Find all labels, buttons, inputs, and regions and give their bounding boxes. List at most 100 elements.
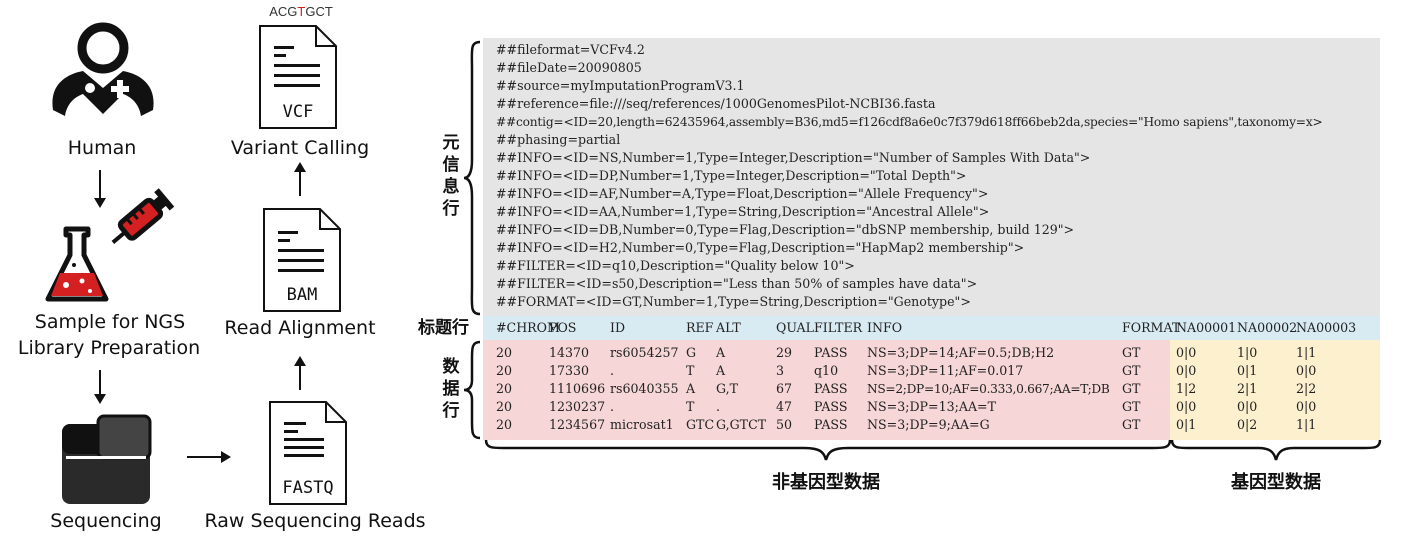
data-cell: 20 xyxy=(496,399,513,414)
data-cell: PASS xyxy=(814,399,848,414)
genotype-cell: 1|1 xyxy=(1296,345,1317,360)
header-cell-sample3: NA00003 xyxy=(1296,320,1357,335)
data-cell: . xyxy=(610,399,615,414)
data-cell: rs6054257 xyxy=(610,345,679,360)
vcf-genotype-block xyxy=(1170,340,1380,440)
data-cell: T xyxy=(686,399,695,414)
data-cell: NS=2;DP=10;AF=0.333,0.667;AA=T;DB xyxy=(867,382,1110,396)
meta-line: ##phasing=partial xyxy=(496,132,621,147)
meta-line: ##FILTER=<ID=s50,Description="Less than … xyxy=(496,276,978,291)
data-cell: 14370 xyxy=(549,345,590,360)
vcf-meta-block xyxy=(483,38,1380,316)
data-cell: 1110696 xyxy=(549,381,606,396)
genotype-cell: 2|1 xyxy=(1237,381,1258,396)
header-cell-pos: POS xyxy=(549,320,577,335)
meta-line: ##FILTER=<ID=q10,Description="Quality be… xyxy=(496,258,855,273)
data-cell: rs6040355 xyxy=(610,381,679,396)
genotype-cell: 1|2 xyxy=(1176,381,1197,396)
genotype-cell: 0|0 xyxy=(1176,363,1197,378)
meta-side-label: 元信息行 xyxy=(442,133,460,219)
data-cell: 50 xyxy=(776,417,793,432)
vcf-data-block xyxy=(483,340,1170,440)
document-icon xyxy=(259,25,337,129)
data-cell: 29 xyxy=(776,345,793,360)
raw-reads-label: Raw Sequencing Reads xyxy=(204,510,426,532)
header-cell-ref: REF xyxy=(686,320,714,335)
non-genotype-label: 非基因型数据 xyxy=(772,472,880,493)
meta-line: ##fileformat=VCFv4.2 xyxy=(496,42,645,57)
human-icon xyxy=(52,22,154,116)
meta-line: ##contig=<ID=20,length=62435964,assembly… xyxy=(496,115,1323,129)
arrow-right-icon xyxy=(187,451,231,463)
data-cell: PASS xyxy=(814,417,848,432)
arrow-down-icon xyxy=(94,170,106,208)
header-cell-id: ID xyxy=(610,320,626,335)
data-cell: A xyxy=(716,345,726,360)
header-cell-info: INFO xyxy=(867,320,903,335)
genotype-cell: 0|0 xyxy=(1296,399,1317,414)
data-side-label: 数据行 xyxy=(442,357,460,421)
header-cell-qual: QUAL xyxy=(776,320,815,335)
document-icon xyxy=(263,208,341,312)
data-cell: 20 xyxy=(496,363,513,378)
sequence-prefix: ACG xyxy=(269,4,298,19)
sample-label-line1: Sample for NGS xyxy=(34,311,186,333)
genotype-cell: 0|1 xyxy=(1237,363,1258,378)
data-cell: . xyxy=(716,399,721,414)
data-cell: 47 xyxy=(776,399,793,414)
sequencing-label: Sequencing xyxy=(50,510,162,532)
sequence-text: ACGTGCT xyxy=(266,4,336,19)
bam-doc-label: BAM xyxy=(286,285,318,305)
data-cell: 20 xyxy=(496,345,513,360)
data-cell: NS=3;DP=14;AF=0.5;DB;H2 xyxy=(867,345,1055,360)
data-cell: GTC xyxy=(686,417,715,432)
data-cell: microsat1 xyxy=(610,417,674,432)
header-cell-format: FORMAT xyxy=(1122,320,1181,335)
header-cell-alt: ALT xyxy=(716,320,741,335)
data-cell: 20 xyxy=(496,417,513,432)
data-cell: 17330 xyxy=(549,363,590,378)
sequence-variant-base: T xyxy=(297,4,306,19)
data-cell: GT xyxy=(1122,417,1141,432)
meta-line: ##INFO=<ID=H2,Number=0,Type=Flag,Descrip… xyxy=(496,240,1025,255)
arrow-down-icon xyxy=(94,370,106,404)
genotype-cell: 0|2 xyxy=(1237,417,1258,432)
bam-document: BAM xyxy=(262,207,342,313)
non-genotype-brace xyxy=(484,439,1172,461)
meta-line: ##FORMAT=<ID=GT,Number=1,Type=String,Des… xyxy=(496,294,971,309)
data-cell: NS=3;DP=13;AA=T xyxy=(867,399,996,414)
data-cell: A xyxy=(716,363,726,378)
syringe-icon xyxy=(111,188,175,244)
genotype-brace xyxy=(1170,439,1382,461)
data-cell: q10 xyxy=(814,363,839,378)
data-cell: NS=3;DP=11;AF=0.017 xyxy=(867,363,1024,378)
vcf-doc-label: VCF xyxy=(282,102,314,122)
meta-line: ##INFO=<ID=DB,Number=0,Type=Flag,Descrip… xyxy=(496,222,1075,237)
genotype-cell: 0|0 xyxy=(1176,399,1197,414)
genotype-label: 基因型数据 xyxy=(1231,472,1321,493)
genotype-cell: 0|1 xyxy=(1176,417,1197,432)
vcf-header-block xyxy=(483,316,1380,340)
genotype-cell: 0|0 xyxy=(1296,363,1317,378)
sequence-suffix: GCT xyxy=(305,4,333,19)
genotype-cell: 0|0 xyxy=(1237,399,1258,414)
data-cell: 20 xyxy=(496,381,513,396)
genotype-cell: 0|0 xyxy=(1176,345,1197,360)
data-cell: GT xyxy=(1122,363,1141,378)
flask-icon xyxy=(45,226,109,302)
header-cell-filter: FILTER xyxy=(814,320,863,335)
data-cell: G,GTCT xyxy=(716,417,767,432)
data-cell: PASS xyxy=(814,381,848,396)
arrow-up-icon xyxy=(294,162,306,196)
data-cell: PASS xyxy=(814,345,848,360)
header-cell-sample1: NA00001 xyxy=(1176,320,1237,335)
meta-line: ##INFO=<ID=DP,Number=1,Type=Integer,Desc… xyxy=(496,168,967,183)
header-cell-sample2: NA00002 xyxy=(1237,320,1298,335)
sample-label-line2: Library Preparation xyxy=(17,337,201,359)
fastq-document: FASTQ xyxy=(268,400,348,506)
meta-line: ##INFO=<ID=AF,Number=A,Type=Float,Descri… xyxy=(496,186,989,201)
header-cell-chrom: #CHROM xyxy=(496,320,560,335)
genotype-cell: 1|1 xyxy=(1296,417,1317,432)
variant-calling-label: Variant Calling xyxy=(230,137,370,159)
data-cell: NS=3;DP=9;AA=G xyxy=(867,417,990,432)
